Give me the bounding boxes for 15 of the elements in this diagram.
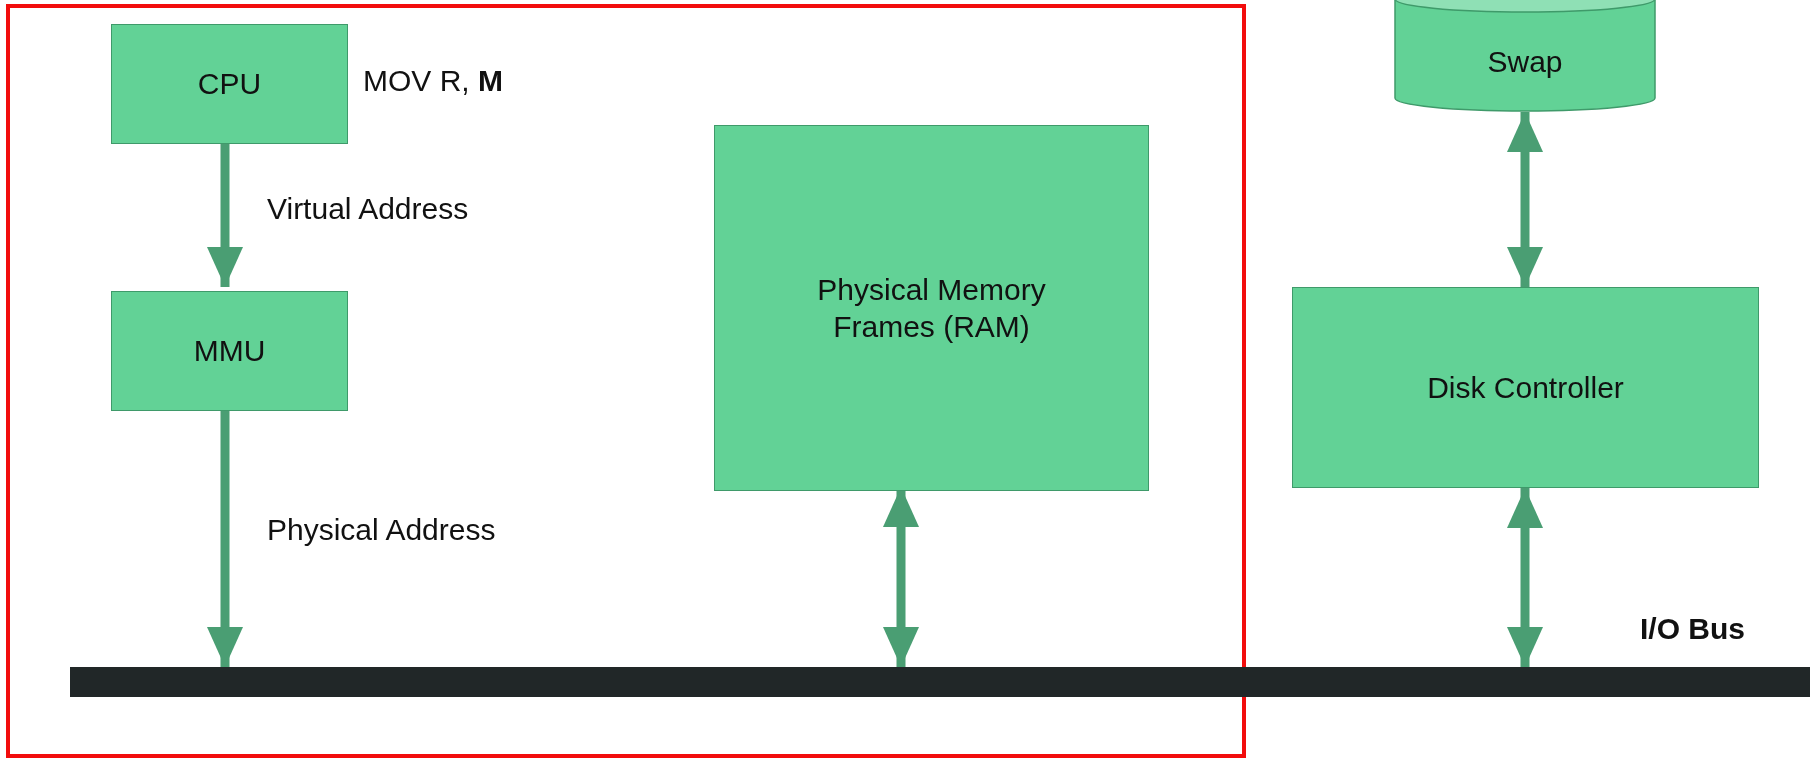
- box-label: Physical Memory Frames (RAM): [816, 271, 1047, 345]
- arrow: [1507, 488, 1543, 667]
- arrow: [1507, 112, 1543, 287]
- instruction-text: MOV R, M: [363, 63, 503, 99]
- bus-label: I/O Bus: [1640, 611, 1745, 647]
- bus-bar: [70, 667, 1810, 697]
- box-label: Disk Controller: [1427, 369, 1624, 406]
- box-label: CPU: [197, 66, 262, 103]
- box-label: MMU: [193, 333, 266, 370]
- region-frame: [6, 4, 1246, 758]
- process-box: [714, 125, 1149, 491]
- cylinder-label: Swap: [1487, 44, 1563, 81]
- process-box: [111, 24, 348, 144]
- process-box: [1292, 287, 1759, 488]
- process-box: [111, 291, 348, 411]
